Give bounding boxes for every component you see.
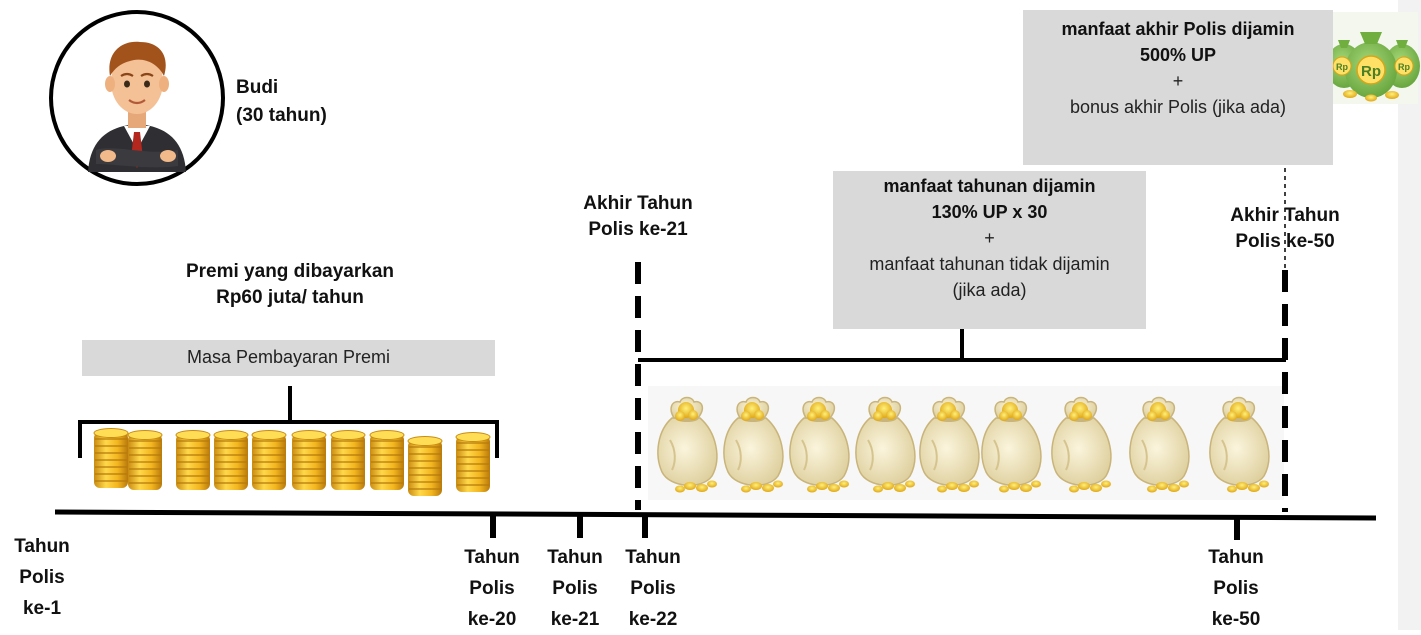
tick-year-21-line2: Polis <box>552 578 598 599</box>
end-year-50-line2: Polis ke-50 <box>1235 231 1335 252</box>
annual-benefit-line1: manfaat tahunan dijamin <box>883 176 1096 196</box>
final-benefit-line3: bonus akhir Polis (jika ada) <box>1069 97 1287 117</box>
tick-year-50-line2: Polis <box>1213 578 1259 599</box>
rupiah-left-bag-label: Rp <box>1336 62 1348 72</box>
rupiah-main-bag-label: Rp <box>1361 63 1381 80</box>
right-edge-strip <box>1398 0 1421 630</box>
annual-benefit-box: manfaat tahunan dijamin 130% UP x 30 + m… <box>833 171 1146 329</box>
end-year-21-line2: Polis ke-21 <box>588 219 688 240</box>
tick-label-year-21: Tahun Polis ke-21 <box>535 542 615 635</box>
annual-benefit-plus: + <box>984 228 995 248</box>
tick-year-1-line1: Tahun <box>14 536 70 557</box>
tick-year-22-line3: ke-22 <box>628 609 678 630</box>
end-year-21-line1: Akhir Tahun <box>583 193 693 214</box>
tick-year-50-line3: ke-50 <box>1211 609 1261 630</box>
tick-year-20-line1: Tahun <box>464 547 520 568</box>
premium-period-label: Masa Pembayaran Premi <box>186 347 391 367</box>
tick-label-year-20: Tahun Polis ke-20 <box>452 542 532 635</box>
end-year-21-label: Akhir Tahun Polis ke-21 <box>560 191 716 243</box>
timeline-ticks <box>490 514 1240 540</box>
tick-year-1-line3: ke-1 <box>22 598 62 619</box>
tick-year-21-line1: Tahun <box>547 547 603 568</box>
tick-year-22-line2: Polis <box>630 578 676 599</box>
premium-heading: Premi yang dibayarkan Rp60 juta/ tahun <box>140 259 440 311</box>
tick-year-1-line2: Polis <box>19 567 65 588</box>
final-benefit-line1: manfaat akhir Polis dijamin <box>1061 19 1295 39</box>
annual-benefit-line3: manfaat tahunan tidak dijamin <box>869 254 1110 274</box>
tick-label-year-50: Tahun Polis ke-50 <box>1196 542 1276 635</box>
tick-year-21-line3: ke-21 <box>550 609 600 630</box>
timeline-axis <box>54 509 1377 521</box>
end-year-50-line1: Akhir Tahun <box>1230 205 1340 226</box>
coin-stacks <box>93 427 491 497</box>
avatar <box>49 10 225 186</box>
tick-year-50-line1: Tahun <box>1208 547 1264 568</box>
end-year-50-label: Akhir Tahun Polis ke-50 <box>1210 203 1360 255</box>
rupiah-money-bags-icon: Rp Rp Rp <box>1320 12 1420 104</box>
premium-heading-line1: Premi yang dibayarkan <box>185 261 395 282</box>
person-label: Budi (30 tahun) <box>236 74 327 130</box>
annual-benefit-line4: (jika ada) <box>952 280 1027 300</box>
premium-period-box: Masa Pembayaran Premi <box>82 340 495 376</box>
person-name: Budi <box>236 77 279 98</box>
final-benefit-line2: 500% UP <box>1139 45 1217 65</box>
tick-label-year-22: Tahun Polis ke-22 <box>613 542 693 635</box>
tick-year-20-line3: ke-20 <box>467 609 517 630</box>
premium-heading-line2: Rp60 juta/ tahun <box>216 287 364 308</box>
rupiah-right-bag-label: Rp <box>1398 62 1410 72</box>
annual-benefit-line2: 130% UP x 30 <box>931 202 1048 222</box>
tick-year-20-line2: Polis <box>469 578 515 599</box>
final-benefit-box: manfaat akhir Polis dijamin 500% UP + bo… <box>1023 10 1333 165</box>
premium-bracket <box>78 386 499 458</box>
tick-label-year-1: Tahun Polis ke-1 <box>0 531 84 624</box>
final-benefit-plus: + <box>1172 71 1184 91</box>
person-age: (30 tahun) <box>236 105 327 126</box>
tick-year-22-line1: Tahun <box>625 547 681 568</box>
